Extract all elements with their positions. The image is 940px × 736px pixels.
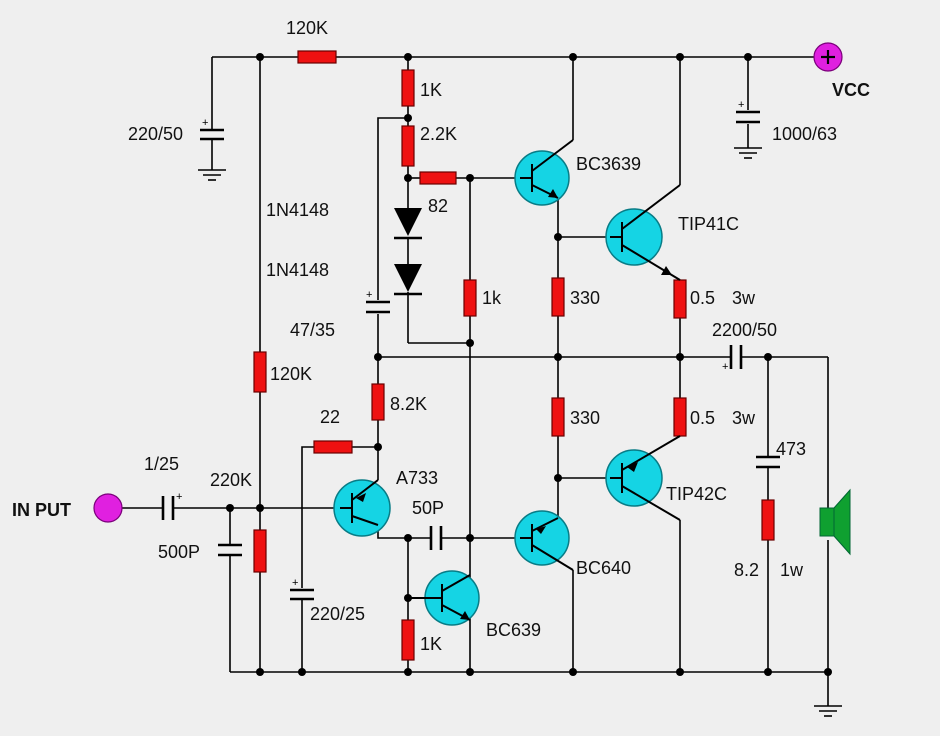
label-diode-1: 1N4148 (266, 200, 329, 220)
transistor-tip42c (605, 435, 681, 521)
capacitor-47-35: + (366, 289, 390, 314)
svg-text:+: + (738, 99, 744, 111)
resistor-1k-mid (463, 279, 477, 317)
label-r-220k: 220K (210, 470, 252, 490)
input-terminal (93, 493, 123, 523)
svg-text:+: + (202, 117, 208, 129)
resistor-220k (253, 529, 267, 573)
transistor-bc640 (514, 510, 574, 571)
capacitor-220-50: + (200, 117, 224, 141)
resistor-2k2 (401, 125, 415, 167)
svg-text:+: + (722, 361, 728, 373)
transistors (333, 139, 681, 626)
resistor-05-top (673, 279, 687, 319)
capacitor-500p (218, 543, 242, 557)
label-input: IN PUT (12, 500, 71, 520)
resistor-1k-bot (401, 619, 415, 661)
label-r-8-2-zobel: 8.2 (734, 560, 759, 580)
diode-1n4148-upper (394, 208, 422, 264)
label-r-2k2: 2.2K (420, 124, 457, 144)
label-r-330-bot: 330 (570, 408, 600, 428)
label-r-1k-mid: 1k (482, 288, 502, 308)
label-r-1k-bot: 1K (420, 634, 442, 654)
capacitor-1-25: + (161, 491, 182, 520)
resistor-82 (419, 171, 457, 185)
resistor-1k-bias (401, 69, 415, 107)
resistor-22 (313, 440, 353, 454)
speaker-icon (819, 488, 851, 556)
label-r-8k2: 8.2K (390, 394, 427, 414)
ground-icon (814, 705, 842, 717)
diode-1n4148-lower (394, 264, 422, 296)
transistor-bc3639 (514, 139, 574, 206)
capacitor-2200-50: + (722, 345, 743, 373)
ground-symbols (198, 147, 842, 717)
label-cap-2200-50: 2200/50 (712, 320, 777, 340)
svg-text:+: + (292, 577, 298, 589)
resistor-05-bot (673, 397, 687, 437)
label-r-05-bot-w: 3w (732, 408, 756, 428)
label-cap-50p: 50P (412, 498, 444, 518)
label-cap-220-50: 220/50 (128, 124, 183, 144)
capacitor-50p (429, 526, 443, 550)
capacitor-473 (756, 455, 780, 469)
label-q-tip41c: TIP41C (678, 214, 739, 234)
label-r-120k-top: 120K (286, 18, 328, 38)
label-r-8-2-zobel-w: 1w (780, 560, 804, 580)
label-r-330-top: 330 (570, 288, 600, 308)
label-r-22: 22 (320, 407, 340, 427)
capacitor-1000-63: + (736, 99, 760, 124)
capacitors: + + + + + (161, 99, 780, 601)
transistor-bc639 (408, 570, 480, 626)
resistor-330-bot (551, 397, 565, 437)
ground-icon (198, 169, 226, 181)
capacitor-220-25: + (290, 577, 314, 601)
junction-dots (226, 53, 832, 676)
resistor-120k-lower (253, 351, 267, 393)
resistors (253, 50, 775, 661)
label-cap-47-35: 47/35 (290, 320, 335, 340)
label-r-82: 82 (428, 196, 448, 216)
label-q-tip42c: TIP42C (666, 484, 727, 504)
label-r-1k-bias: 1K (420, 80, 442, 100)
label-r-05-top-w: 3w (732, 288, 756, 308)
label-q-bc639: BC639 (486, 620, 541, 640)
label-cap-1-25: 1/25 (144, 454, 179, 474)
label-cap-1000-63: 1000/63 (772, 124, 837, 144)
resistor-8-2-zobel (761, 499, 775, 541)
label-diode-2: 1N4148 (266, 260, 329, 280)
label-r-05-bot: 0.5 (690, 408, 715, 428)
label-cap-220-25: 220/25 (310, 604, 365, 624)
resistor-8k2 (371, 383, 385, 421)
label-vcc: VCC (832, 80, 870, 100)
labels: 120K 220/50 1K 2.2K 82 1N4148 1N4148 47/… (12, 18, 870, 654)
label-q-a733: A733 (396, 468, 438, 488)
resistor-330-top (551, 277, 565, 317)
svg-text:+: + (366, 289, 372, 301)
label-cap-500p: 500P (158, 542, 200, 562)
label-cap-473: 473 (776, 439, 806, 459)
label-q-bc3639: BC3639 (576, 154, 641, 174)
label-r-05-top: 0.5 (690, 288, 715, 308)
ground-icon (734, 147, 762, 159)
label-r-120k-lower: 120K (270, 364, 312, 384)
transistor-a733 (333, 479, 391, 537)
transistor-tip41c (605, 184, 681, 281)
diodes (394, 208, 422, 296)
vcc-terminal (813, 42, 843, 72)
resistor-120k-top (297, 50, 337, 64)
label-q-bc640: BC640 (576, 558, 631, 578)
svg-text:+: + (176, 491, 182, 503)
